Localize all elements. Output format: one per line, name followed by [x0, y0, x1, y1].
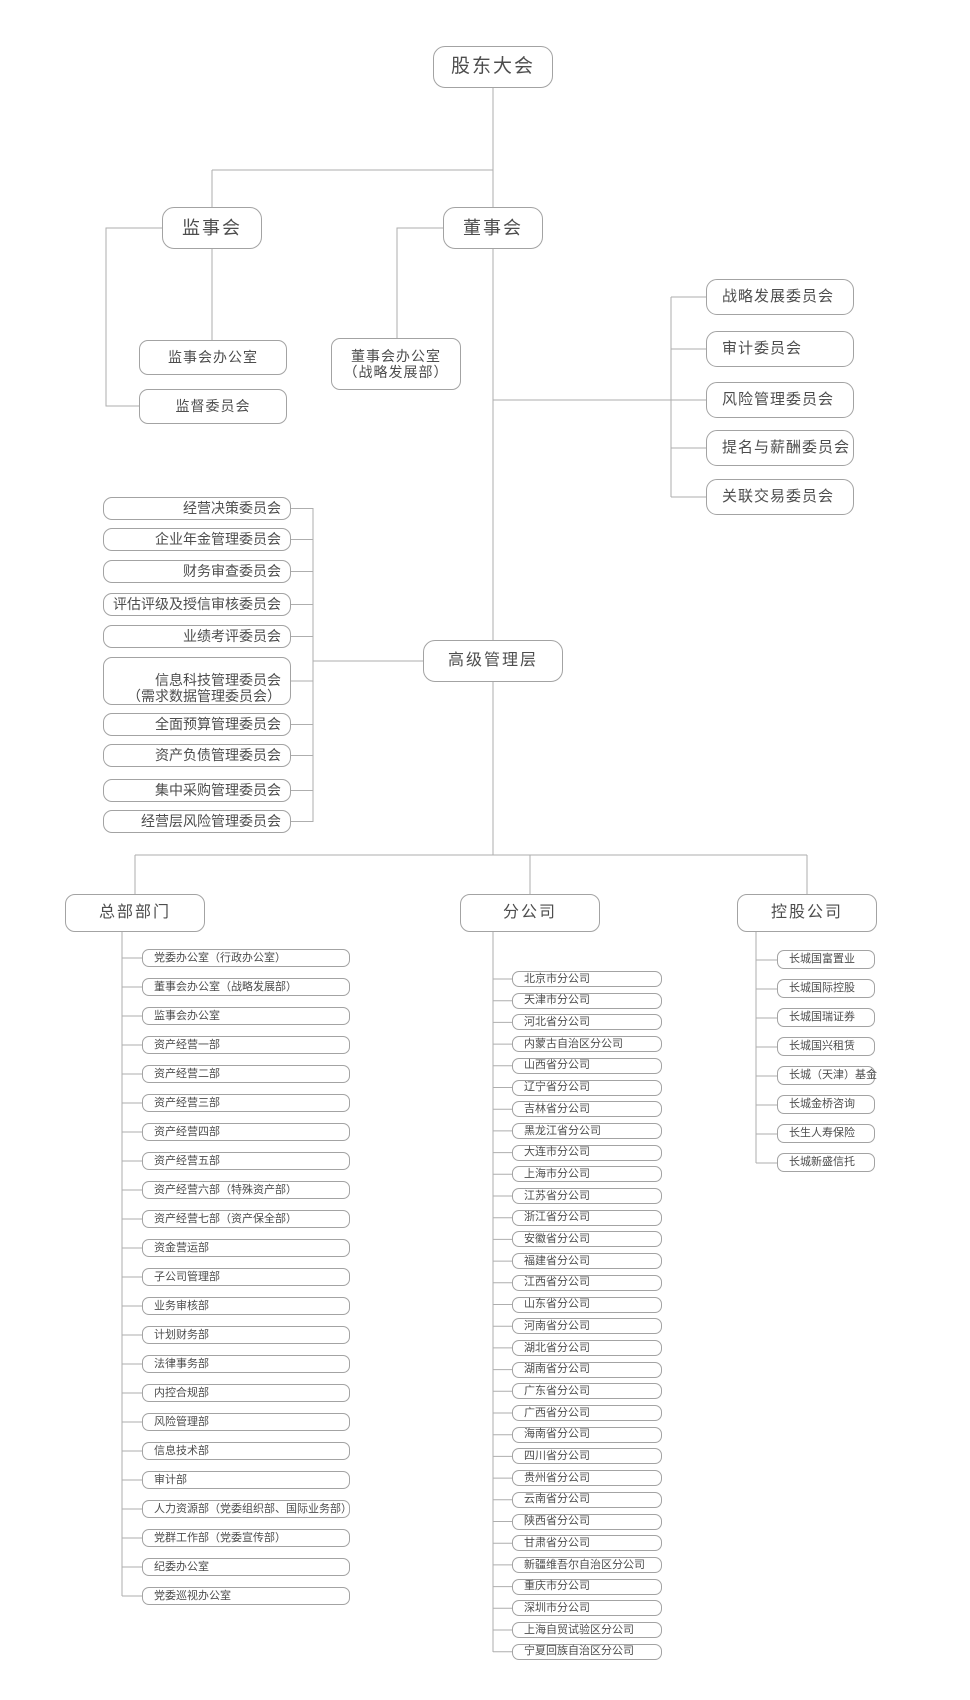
node-hq-department: 子公司管理部 [142, 1268, 350, 1286]
node-management-committee: 集中采购管理委员会 [103, 779, 291, 802]
node-management-committee: 经营层风险管理委员会 [103, 810, 291, 833]
node-shareholders-meeting: 股东大会 [433, 46, 553, 88]
node-branch-company: 天津市分公司 [512, 992, 662, 1009]
node-management-committee: 业绩考评委员会 [103, 625, 291, 648]
node-branch-company: 深圳市分公司 [512, 1600, 662, 1617]
node-holding-company: 长城国瑞证券 [777, 1008, 875, 1027]
node-management-committee: 信息科技管理委员会（需求数据管理委员会） [103, 657, 291, 705]
connector-line [105, 227, 162, 407]
node-supervisory-board: 监事会 [162, 207, 262, 249]
node-branch-company: 北京市分公司 [512, 971, 662, 987]
node-branch-company: 辽宁省分公司 [512, 1079, 662, 1096]
node-board-of-directors: 董事会 [443, 207, 543, 249]
node-management-committee-label: 信息科技管理委员会 [155, 671, 281, 688]
node-hq-department: 资产经营三部 [142, 1094, 350, 1112]
node-branch-company: 河南省分公司 [512, 1318, 662, 1335]
node-branch-company: 大连市分公司 [512, 1144, 662, 1161]
node-hq-department: 资产经营二部 [142, 1065, 350, 1083]
node-branch-company: 黑龙江省分公司 [512, 1122, 662, 1139]
node-hq-department: 资金营运部 [142, 1239, 350, 1257]
node-holding-company: 长城国际控股 [777, 979, 875, 998]
node-branch-company: 宁夏回族自治区分公司 [512, 1643, 662, 1660]
node-hq-department: 党委办公室（行政办公室） [142, 949, 350, 967]
connector-line [396, 227, 443, 338]
node-holding-company: 长城国富置业 [777, 950, 875, 969]
node-holding-company: 长城国兴租赁 [777, 1037, 875, 1056]
node-branch-company: 吉林省分公司 [512, 1101, 662, 1118]
node-board-committee: 提名与薪酬委员会 [706, 430, 854, 466]
node-board-committee: 审计委员会 [706, 331, 854, 367]
node-hq-department: 党委巡视办公室 [142, 1587, 350, 1605]
node-branch-company: 湖南省分公司 [512, 1361, 662, 1378]
node-hq-department: 风险管理部 [142, 1413, 350, 1431]
node-board-committee: 关联交易委员会 [706, 479, 854, 515]
node-management-committee: 经营决策委员会 [103, 497, 291, 520]
node-branch-company: 四川省分公司 [512, 1448, 662, 1465]
node-branch-company: 上海市分公司 [512, 1166, 662, 1183]
node-management-committee: 企业年金管理委员会 [103, 528, 291, 551]
node-hq-department: 监事会办公室 [142, 1007, 350, 1025]
node-branch-company: 海南省分公司 [512, 1426, 662, 1443]
node-branch-company: 内蒙古自治区分公司 [512, 1036, 662, 1053]
node-group-holding-companies: 控股公司 [737, 894, 877, 932]
node-branch-company: 贵州省分公司 [512, 1470, 662, 1487]
node-management-committee: 资产负债管理委员会 [103, 744, 291, 767]
node-hq-department: 资产经营五部 [142, 1152, 350, 1170]
node-hq-department: 资产经营六部（特殊资产部） [142, 1181, 350, 1199]
node-branch-company: 浙江省分公司 [512, 1209, 662, 1226]
node-hq-department: 资产经营七部（资产保全部） [142, 1210, 350, 1228]
node-hq-department: 内控合规部 [142, 1384, 350, 1402]
node-hq-department: 法律事务部 [142, 1355, 350, 1373]
node-board-committee: 风险管理委员会 [706, 382, 854, 418]
node-hq-department: 计划财务部 [142, 1326, 350, 1344]
node-supervision-committee: 监督委员会 [139, 389, 287, 424]
node-branch-company: 云南省分公司 [512, 1491, 662, 1508]
node-branch-company: 新疆维吾尔自治区分公司 [512, 1556, 662, 1573]
node-hq-department: 董事会办公室（战略发展部） [142, 978, 350, 996]
node-branch-company: 湖北省分公司 [512, 1339, 662, 1356]
node-hq-department: 审计部 [142, 1471, 350, 1489]
node-holding-company: 长城新盛信托 [777, 1153, 875, 1172]
node-hq-department: 信息技术部 [142, 1442, 350, 1460]
node-management-committee-sublabel: （需求数据管理委员会） [127, 687, 281, 704]
node-group-hq-departments: 总部部门 [65, 894, 205, 932]
node-board-office: 董事会办公室 （战略发展部） [331, 338, 461, 390]
node-branch-company: 安徽省分公司 [512, 1231, 662, 1248]
node-hq-department: 党群工作部（党委宣传部） [142, 1529, 350, 1547]
node-branch-company: 山东省分公司 [512, 1296, 662, 1313]
node-branch-company: 福建省分公司 [512, 1253, 662, 1270]
node-group-branch-companies: 分公司 [460, 894, 600, 932]
node-hq-department: 资产经营一部 [142, 1036, 350, 1054]
node-hq-department: 人力资源部（党委组织部、国际业务部） [142, 1500, 352, 1518]
node-holding-company: 长生人寿保险 [777, 1124, 875, 1143]
node-branch-company: 广西省分公司 [512, 1405, 662, 1421]
node-holding-company: 长城金桥咨询 [777, 1095, 875, 1114]
node-branch-company: 江苏省分公司 [512, 1188, 662, 1204]
node-branch-company: 江西省分公司 [512, 1274, 662, 1291]
node-hq-department: 资产经营四部 [142, 1123, 350, 1141]
node-board-office-label: 董事会办公室 [351, 347, 441, 364]
node-senior-management: 高级管理层 [423, 640, 563, 682]
node-branch-company: 广东省分公司 [512, 1383, 662, 1400]
node-hq-department: 业务审核部 [142, 1297, 350, 1315]
node-branch-company: 重庆市分公司 [512, 1578, 662, 1595]
node-hq-department: 纪委办公室 [142, 1558, 350, 1576]
node-branch-company: 上海自贸试验区分公司 [512, 1622, 662, 1638]
node-supervisory-board-office: 监事会办公室 [139, 340, 287, 375]
node-branch-company: 河北省分公司 [512, 1014, 662, 1031]
node-board-office-sublabel: （战略发展部） [343, 364, 449, 380]
node-management-committee: 财务审查委员会 [103, 560, 291, 583]
node-management-committee: 全面预算管理委员会 [103, 713, 291, 736]
node-holding-company: 长城（天津）基金 [777, 1066, 877, 1085]
node-branch-company: 陕西省分公司 [512, 1513, 662, 1530]
node-branch-company: 甘肃省分公司 [512, 1535, 662, 1552]
node-branch-company: 山西省分公司 [512, 1057, 662, 1074]
node-board-committee: 战略发展委员会 [706, 279, 854, 315]
node-management-committee: 评估评级及授信审核委员会 [103, 593, 291, 616]
